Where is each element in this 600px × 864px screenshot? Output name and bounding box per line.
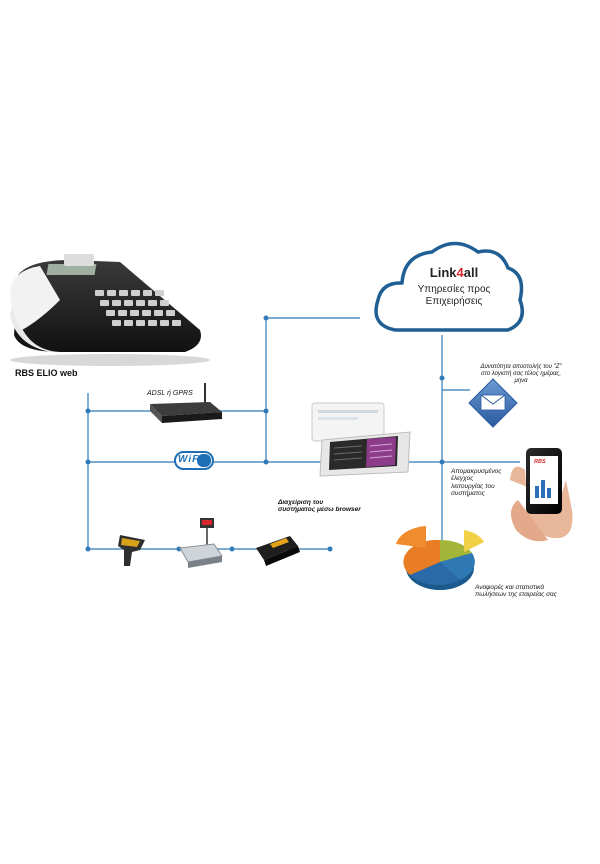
tablet-icon bbox=[311, 402, 411, 477]
cloud-brand: Link4all bbox=[394, 265, 514, 281]
cash-register-icon bbox=[10, 254, 210, 366]
card-terminal-icon bbox=[256, 536, 300, 566]
peripherals-caption-line-2: συστήματος μέσω browser bbox=[278, 506, 361, 514]
smartphone-icon bbox=[510, 448, 573, 542]
wifi-badge bbox=[174, 451, 214, 470]
remote-caption-line-2: έλεγχος bbox=[451, 475, 474, 483]
phone-brand: RBS bbox=[534, 459, 546, 465]
cloud-line-2: Επιχειρήσεις bbox=[425, 296, 483, 307]
brand-all: all bbox=[463, 265, 479, 280]
device-label: RBS ELIO web bbox=[15, 368, 78, 378]
email-caption: Δυνατότητα αποστολής του "Z" στο λογιστή… bbox=[462, 364, 580, 385]
wifi-label: WiFi bbox=[178, 454, 204, 465]
email-icon bbox=[468, 378, 518, 428]
adsl-label: ADSL ή GPRS bbox=[147, 390, 193, 397]
email-caption-line-1: Δυνατότητα αποστολής του "Z" bbox=[480, 364, 562, 370]
scale-icon bbox=[179, 518, 223, 568]
router-icon bbox=[150, 383, 222, 423]
barcode-scanner-icon bbox=[118, 535, 145, 566]
reports-caption: Αναφορές και στατιστικά πωλήσεων της ετα… bbox=[475, 584, 557, 599]
email-caption-line-2: στο λογιστή σας τέλος ημέρας, bbox=[480, 370, 562, 377]
brand-four: 4 bbox=[456, 265, 464, 280]
connection-nodes bbox=[85, 315, 445, 552]
remote-caption: Απομακρυσμένος έλεγχος λειτουργίας του σ… bbox=[451, 468, 501, 498]
remote-caption-line-4: συστήματος bbox=[451, 490, 485, 498]
peripherals-caption-line-1: Διαχείριση του bbox=[278, 499, 324, 506]
remote-caption-line-3: λειτουργίας του bbox=[451, 482, 495, 490]
cloud-icon bbox=[374, 241, 524, 332]
remote-caption-line-1: Απομακρυσμένος bbox=[451, 468, 502, 475]
reports-caption-line-2: πωλήσεων της εταιρείας σας bbox=[475, 591, 557, 599]
peripherals-caption: Διαχείριση του συστήματος μέσω browser bbox=[278, 499, 361, 514]
email-caption-line-3: μηνα bbox=[514, 377, 528, 384]
pie-chart-icon bbox=[396, 526, 484, 590]
brand-link: Link bbox=[429, 265, 457, 280]
reports-caption-line-1: Αναφορές και στατιστικά bbox=[475, 584, 545, 591]
cloud-line-1: Υπηρεσίες προς bbox=[417, 284, 491, 295]
connection-lines bbox=[87, 317, 520, 550]
